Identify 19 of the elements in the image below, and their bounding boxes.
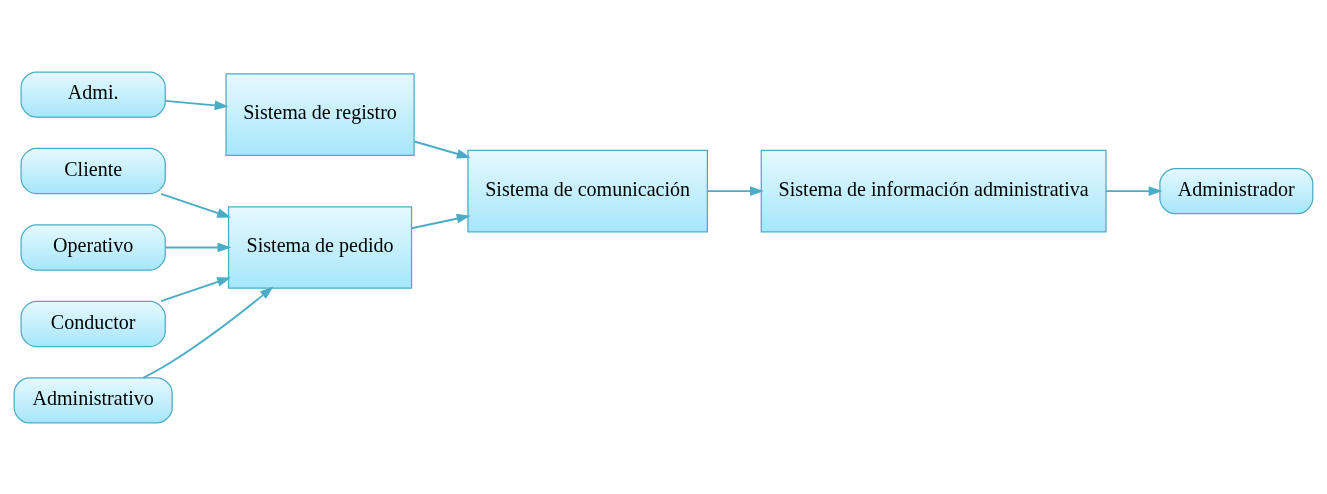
node-box: Administrativo [13,376,173,424]
arrow [160,192,231,218]
arrow [164,242,232,252]
node-box: Sistema de pedido [227,205,413,289]
node-box: Operativo [20,223,166,271]
arrow [706,185,764,196]
arrow [164,99,229,110]
arrow [413,140,471,159]
node-box: Cliente [20,147,166,194]
arrow [142,286,274,379]
node-box: Sistema de comunicación [467,149,708,232]
node-box: Administrador [1159,167,1314,214]
node-box: Admi. [20,70,166,118]
node-box: Sistema de registro [225,72,415,156]
arrow [1105,185,1163,196]
node-box: Sistema de información administrativa [760,149,1107,232]
node-box: Conductor [20,300,166,347]
arrow [160,276,231,302]
arrow [410,213,471,229]
